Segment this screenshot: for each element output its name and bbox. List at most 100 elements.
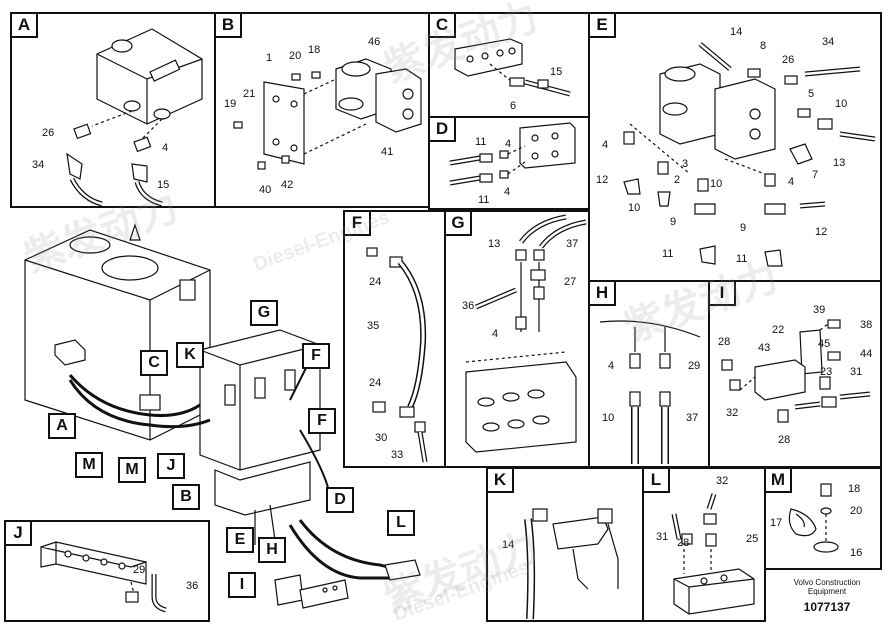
panel-k-drawing: [524, 508, 619, 620]
callout-43: 43: [758, 342, 771, 354]
panel-c-drawing: [454, 38, 571, 97]
panel-l-letter: L: [642, 467, 670, 493]
panel-j: J 29 36: [4, 520, 210, 622]
callout-20: 20: [850, 505, 863, 517]
callout-21: 21: [243, 88, 256, 100]
panel-i-letter: I: [708, 280, 736, 306]
callout-40: 40: [259, 184, 272, 196]
callout-3: 3: [682, 158, 689, 170]
callout-27: 27: [564, 276, 577, 288]
panel-e-letter: E: [588, 12, 616, 38]
overview-tag-g: G: [250, 300, 278, 326]
panel-f-letter: F: [343, 210, 371, 236]
callout-34: 34: [822, 36, 835, 48]
callout-12: 12: [815, 226, 828, 238]
overview-tag-l: L: [387, 510, 415, 536]
callout-10: 10: [602, 412, 615, 424]
callout-11: 11: [662, 248, 674, 260]
callout-15: 15: [550, 66, 563, 78]
overview-tag-e: E: [226, 527, 254, 553]
panel-m: M 18 20 17 16: [764, 467, 882, 570]
callout-32: 32: [726, 407, 739, 419]
overview-tag-a: A: [48, 413, 76, 439]
callout-44: 44: [860, 348, 873, 360]
callout-41: 41: [381, 146, 394, 158]
panel-m-letter: M: [764, 467, 792, 493]
panel-a-letter: A: [10, 12, 38, 38]
callout-4: 4: [608, 360, 615, 372]
callout-7: 7: [812, 169, 819, 181]
callout-4: 4: [788, 176, 795, 188]
callout-42: 42: [281, 179, 294, 191]
callout-2: 2: [674, 174, 681, 186]
callout-33: 33: [391, 449, 404, 461]
callout-34: 34: [32, 159, 45, 171]
callout-13: 13: [488, 238, 501, 250]
callout-14: 14: [502, 539, 515, 551]
callout-26: 26: [42, 127, 55, 139]
panel-e-drawing: [623, 42, 876, 267]
callout-4: 4: [602, 139, 609, 151]
panel-g-letter: G: [444, 210, 472, 236]
callout-46: 46: [368, 36, 381, 48]
callout-23: 23: [820, 366, 833, 378]
callout-36: 36: [462, 300, 475, 312]
panel-h: H 4 29 10 37: [588, 280, 710, 468]
callout-17: 17: [770, 517, 783, 529]
overview-tag-f-bottom: F: [308, 408, 336, 434]
callout-25: 25: [746, 533, 759, 545]
callout-10: 10: [835, 98, 848, 110]
panel-k-letter: K: [486, 467, 514, 493]
panel-i: I 39 38 22 45 28 43 44 23 31 32 2: [708, 280, 882, 468]
callout-9: 9: [740, 222, 747, 234]
callout-1: 1: [266, 52, 273, 64]
overview-tag-f-top: F: [302, 343, 330, 369]
callout-18: 18: [308, 44, 321, 56]
callout-11: 11: [475, 136, 487, 148]
panel-l: L 32 31 28 25: [642, 467, 766, 622]
panel-h-drawing: [599, 320, 701, 464]
panel-d-letter: D: [428, 116, 456, 142]
overview-tag-m-left: M: [75, 452, 103, 478]
panel-j-drawing: [40, 541, 167, 613]
panel-i-drawing: [721, 319, 871, 423]
footer: Volvo Construction Equipment 1077137: [772, 578, 882, 614]
callout-36: 36: [186, 580, 199, 592]
callout-5: 5: [808, 88, 815, 100]
callout-11: 11: [736, 253, 748, 265]
panel-b: B 1 20 18 46 19 21 41 40 42: [214, 12, 430, 208]
footer-line1: Volvo Construction: [793, 578, 861, 587]
callout-32: 32: [716, 475, 729, 487]
overview-tag-j: J: [157, 453, 185, 479]
callout-4: 4: [505, 138, 512, 150]
overview-tag-d: D: [326, 487, 354, 513]
callout-29: 29: [133, 564, 146, 576]
callout-26: 26: [782, 54, 795, 66]
callout-9: 9: [670, 216, 677, 228]
callout-31: 31: [850, 366, 863, 378]
callout-8: 8: [760, 40, 767, 52]
overview-tag-m-right: M: [118, 457, 146, 483]
panel-a: A 26 34 4 15: [10, 12, 216, 208]
panel-f-drawing: [366, 247, 428, 463]
panel-f: F 24 35 24 30 33: [343, 210, 446, 468]
panel-g-drawing: [465, 214, 587, 453]
callout-15: 15: [157, 179, 170, 191]
part-number: 1077137: [803, 600, 851, 614]
callout-14: 14: [730, 26, 743, 38]
callout-37: 37: [566, 238, 579, 250]
callout-45: 45: [818, 338, 831, 350]
footer-line2: Equipment: [807, 587, 847, 596]
panel-c-letter: C: [428, 12, 456, 38]
callout-38: 38: [860, 319, 873, 331]
callout-28: 28: [677, 537, 690, 549]
panel-g: G 13 37 27 36 4: [444, 210, 590, 468]
panel-a-drawing: [66, 28, 203, 207]
panel-b-letter: B: [214, 12, 242, 38]
panel-k: K 14: [486, 467, 644, 622]
panel-m-drawing: [788, 483, 839, 553]
callout-4: 4: [504, 186, 511, 198]
callout-18: 18: [848, 483, 861, 495]
